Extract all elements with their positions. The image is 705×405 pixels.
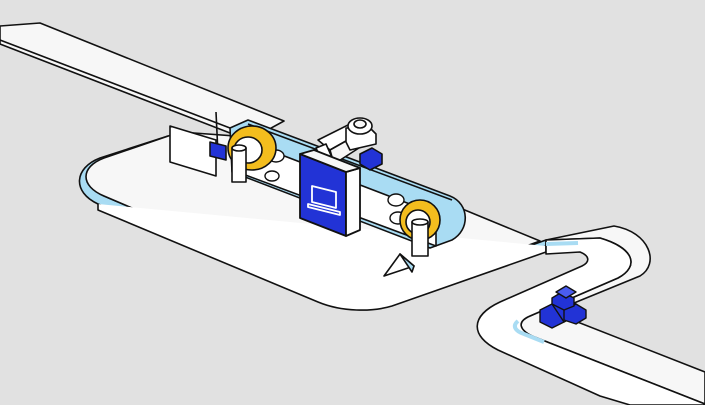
support-posts	[231, 144, 429, 257]
bottom-track	[476, 225, 705, 405]
triangle-marker	[383, 253, 415, 277]
display-panel	[299, 149, 361, 237]
laptop-icon	[307, 185, 341, 216]
cube-stack	[539, 285, 587, 329]
back-frame	[169, 111, 227, 177]
